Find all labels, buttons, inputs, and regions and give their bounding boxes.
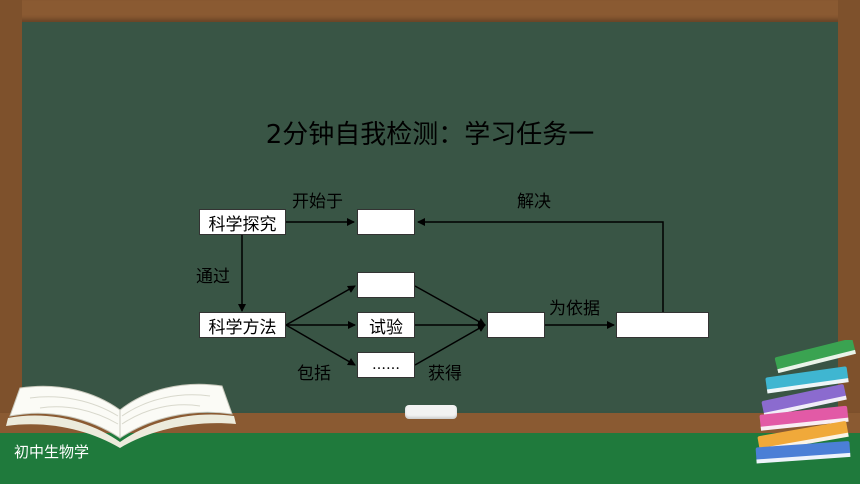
node-method-2: 试验: [357, 312, 415, 338]
node-science-inquiry: 科学探究: [199, 209, 286, 235]
label-through: 通过: [196, 267, 230, 287]
label-includes: 包括: [297, 364, 331, 384]
open-book-icon: [6, 383, 236, 448]
chalk-icon: [405, 405, 457, 419]
node-start-target: [357, 209, 415, 235]
node-method-3: ……: [357, 352, 415, 378]
node-basis: [616, 312, 709, 338]
label-as-basis: 为依据: [549, 299, 600, 319]
label-starts-with: 开始于: [292, 192, 343, 212]
footer-bar: [0, 433, 860, 484]
slide-title: 2分钟自我检测：学习任务一: [265, 120, 595, 150]
arrow-method3-to-result: [414, 324, 486, 366]
board-frame-top: [0, 0, 860, 22]
label-obtains: 获得: [428, 364, 462, 384]
board-frame-right: [838, 0, 860, 420]
arrow-basis-to-start: [417, 218, 664, 312]
footer-subject-label: 初中生物学: [14, 443, 90, 461]
node-method-1: [357, 272, 415, 298]
chalkboard: [22, 22, 838, 420]
node-science-method: 科学方法: [199, 312, 286, 338]
arrow-method-to-method1: [285, 285, 356, 326]
arrow-method1-to-result: [414, 285, 486, 326]
book-stack-icon: [755, 340, 856, 464]
arrow-method-to-method3: [285, 324, 356, 366]
label-solves: 解决: [517, 192, 551, 212]
node-result: [487, 312, 545, 338]
board-frame-left: [0, 0, 22, 420]
